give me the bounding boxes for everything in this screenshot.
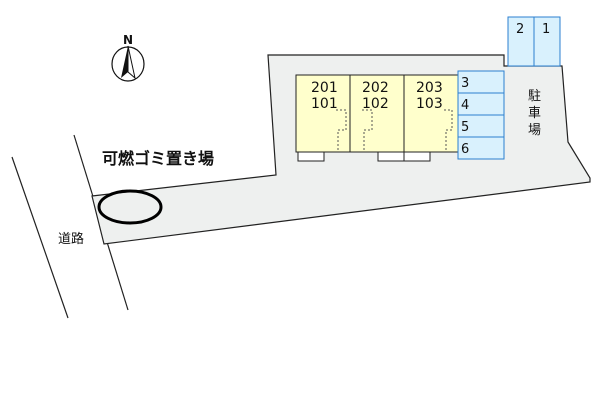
stair-outline xyxy=(444,109,453,152)
parking-slot-3-label: 3 xyxy=(461,76,469,91)
parking-slot-6 xyxy=(457,136,505,160)
parking-slot-4-label: 4 xyxy=(461,98,469,113)
entrance-box xyxy=(403,151,431,162)
parking-slot-2-label: 2 xyxy=(516,22,524,37)
parking-slot-6-label: 6 xyxy=(461,142,469,157)
north-arrow-icon: N xyxy=(111,33,145,82)
parking-slot-1 xyxy=(533,16,561,67)
road-edge-left xyxy=(11,156,69,319)
stair-outline xyxy=(336,109,347,152)
unit-101: 101 xyxy=(311,96,338,112)
parking-label-char-1: 駐 xyxy=(528,89,541,104)
unit-102: 102 xyxy=(362,96,389,112)
parking-label-char-2: 車 xyxy=(528,106,541,121)
stair-outline xyxy=(362,109,373,152)
parking-label-char-3: 場 xyxy=(528,123,541,138)
garbage-area-marker xyxy=(97,189,163,225)
unit-203: 203 xyxy=(416,80,443,96)
compass-label: N xyxy=(123,33,133,47)
building-body xyxy=(295,74,459,153)
parking-side: 3 4 5 6 xyxy=(457,70,505,160)
entrance-box xyxy=(297,151,325,162)
road-label: 道路 xyxy=(58,231,84,247)
garbage-area-label: 可燃ゴミ置き場 xyxy=(102,149,214,168)
parking-slot-1-label: 1 xyxy=(542,22,550,37)
parking-top: 2 1 xyxy=(507,16,561,67)
unit-103: 103 xyxy=(416,96,443,112)
unit-202: 202 xyxy=(362,80,389,96)
entrance-box xyxy=(377,151,405,162)
unit-201: 201 xyxy=(311,80,338,96)
parking-slot-5-label: 5 xyxy=(461,120,469,135)
apartment-building: 201 202 203 101 102 103 xyxy=(295,74,459,162)
